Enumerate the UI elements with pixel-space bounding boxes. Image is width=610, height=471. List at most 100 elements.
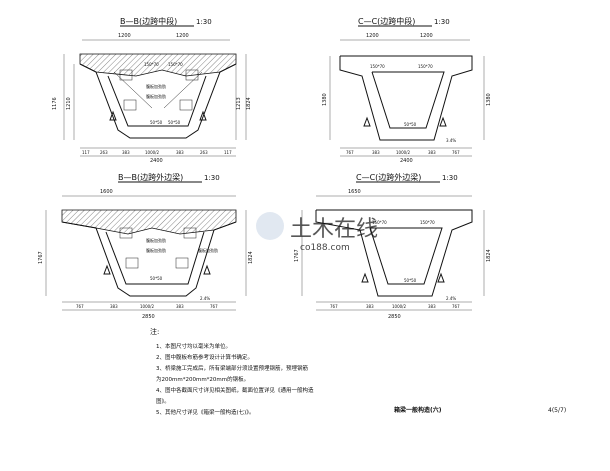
elevation-marker-icon <box>199 110 207 121</box>
dim-bottom: 117 <box>224 150 232 155</box>
label: 腹板加劲肋 <box>146 237 166 243</box>
deck-slab <box>61 209 237 235</box>
notes-heading: 注: <box>150 327 159 336</box>
notes: 注: 1、本图尺寸均以毫米为单位。 2、图中腹板布筋参考设计计算书确定。 3、桥… <box>150 327 314 416</box>
dim-left: 1767 <box>294 249 300 262</box>
web-line <box>163 71 203 109</box>
label: 50*50 <box>150 120 163 125</box>
haunch-block <box>119 227 133 239</box>
box-inner <box>371 71 445 129</box>
dim-left: 1767 <box>38 251 44 264</box>
dim-bottom: 767 <box>346 150 354 155</box>
dim-bottom: 1000/2 <box>392 304 407 309</box>
label: 2.4% <box>200 296 210 301</box>
label: 腹板加劲肋 <box>198 247 218 253</box>
section-title: B—B(边跨中段) <box>120 16 177 26</box>
box-inner <box>105 231 205 285</box>
watermark-logo-icon <box>256 212 284 240</box>
dim-bottom: 383 <box>122 150 130 155</box>
dim-total: 2850 <box>142 314 155 320</box>
dim-right: 1824 <box>248 251 254 264</box>
box-outline <box>61 221 237 297</box>
drawing-name: 箱梁一般构造(六) <box>394 406 442 414</box>
label: 3.4% <box>446 138 456 143</box>
note-item: 为200mm*200mm*20mm的钢板。 <box>156 375 249 383</box>
dim-bottom: 383 <box>110 304 118 309</box>
dim-bottom: 1000/2 <box>140 304 155 309</box>
dim-right: 1824 <box>486 249 492 262</box>
dim-bottom: 263 <box>200 150 208 155</box>
web-line <box>113 71 153 109</box>
elevation-marker-icon <box>439 116 447 127</box>
dim-bottom: 767 <box>330 304 338 309</box>
haunch-block <box>175 257 189 269</box>
watermark: 土木在线 co188.com <box>256 212 378 253</box>
section-scale: 1:30 <box>442 174 458 182</box>
note-item: 2、图中腹板布筋参考设计计算书确定。 <box>156 353 253 361</box>
dim-bottom: 383 <box>428 150 436 155</box>
section-bb-mid: B—B(边跨中段) 1:30 1200 1200 150*70 150*70 5… <box>52 16 252 164</box>
haunch-block <box>183 227 197 239</box>
label: 150*70 <box>144 62 159 67</box>
dim-top-right: 1200 <box>176 33 189 39</box>
elevation-marker-icon <box>203 264 211 275</box>
label: 腹板加劲肋 <box>146 93 166 99</box>
dim-bottom: 263 <box>100 150 108 155</box>
section-scale: 1:30 <box>434 18 450 26</box>
dim-bottom: 1000/2 <box>396 150 411 155</box>
section-cc-mid: C—C(边跨中段) 1:30 1200 1200 150*70 150*70 5… <box>322 16 492 164</box>
label: 150*70 <box>168 62 183 67</box>
label: 2.4% <box>446 296 456 301</box>
label: 50*50 <box>404 122 417 127</box>
dim-bottom: 383 <box>428 304 436 309</box>
dim-total: 2850 <box>388 314 401 320</box>
watermark-subtext: co188.com <box>300 243 350 253</box>
note-item: 图》。 <box>156 397 170 405</box>
haunch-block <box>125 257 139 269</box>
section-scale: 1:30 <box>196 18 212 26</box>
dim-bottom: 117 <box>82 150 90 155</box>
label: 150*70 <box>372 220 387 225</box>
section-title: C—C(边跨中段) <box>358 16 415 26</box>
dim-bottom: 767 <box>452 150 460 155</box>
elevation-marker-icon <box>361 272 369 283</box>
section-scale: 1:30 <box>204 174 220 182</box>
elevation-marker-icon <box>103 264 111 275</box>
dim-bottom: 1000/2 <box>145 150 160 155</box>
watermark-text: 土木在线 <box>290 217 378 242</box>
label: 腹板加劲肋 <box>146 83 166 89</box>
box-outline <box>315 209 473 297</box>
label: 150*70 <box>418 64 433 69</box>
section-title: B—B(边跨外边梁) <box>118 172 183 182</box>
dim-right: 1380 <box>486 93 492 106</box>
dim-total: 2400 <box>150 158 163 164</box>
dim-bottom: 767 <box>452 304 460 309</box>
dim-top: 1200 <box>118 33 131 39</box>
dim-right-inner: 1213 <box>236 97 242 110</box>
haunch-block <box>185 69 199 81</box>
label: 50*50 <box>168 120 181 125</box>
section-bb-end: B—B(边跨外边梁) 1:30 1600 腹板加劲肋 腹板加劲肋 腹板加劲肋 5… <box>38 172 254 320</box>
section-title: C—C(边跨外边梁) <box>356 172 421 182</box>
label: 50*50 <box>150 276 163 281</box>
dim-right: 1824 <box>246 97 252 110</box>
dim-top-right: 1200 <box>420 33 433 39</box>
label: 50*50 <box>404 278 417 283</box>
note-item: 4、图中各截面尺寸详见相关图纸，截面位置详见《通用一般构造 <box>156 386 314 394</box>
box-outline <box>79 63 237 139</box>
dim-bottom: 383 <box>366 304 374 309</box>
dim-left: 1380 <box>322 93 328 106</box>
box-outline <box>339 55 473 141</box>
elevation-marker-icon <box>363 116 371 127</box>
section-cc-end: C—C(边跨外边梁) 1:30 1650 150*70 150*70 50*50… <box>294 172 492 320</box>
dim-left: 1176 <box>52 97 58 110</box>
label: 150*70 <box>420 220 435 225</box>
dim-bottom: 767 <box>76 304 84 309</box>
elevation-marker-icon <box>109 110 117 121</box>
box-inner <box>369 227 443 285</box>
dim-top: 1600 <box>100 189 113 195</box>
dim-top: 1650 <box>348 189 361 195</box>
label: 腹板加劲肋 <box>146 247 166 253</box>
